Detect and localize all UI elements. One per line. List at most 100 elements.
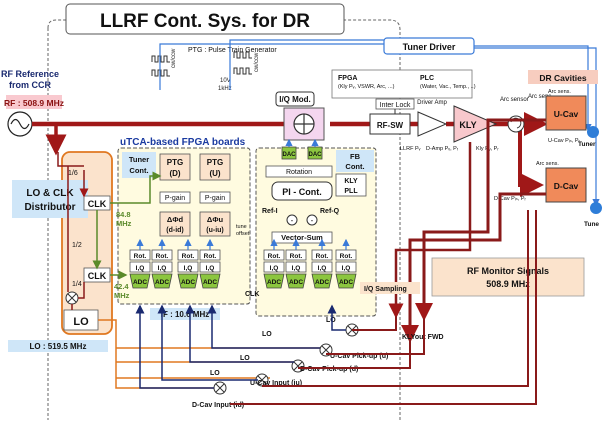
freq-84-label: 84.8 xyxy=(116,210,131,219)
kly-pll-block xyxy=(335,173,367,197)
clk-1-label: CLK xyxy=(88,199,107,209)
left-iq-label-1: I,Q xyxy=(158,265,167,272)
div2-label: 1/2 xyxy=(72,242,82,249)
dac-i-label: DAC xyxy=(283,152,297,158)
right-rot-label-3: Rot. xyxy=(340,253,353,260)
sig-ucav-input: U-Cav Input (iu) xyxy=(250,380,302,387)
ptg-to-driver-1 xyxy=(159,43,384,90)
if-to-adc-2 xyxy=(157,304,258,381)
rf-monitor-box xyxy=(431,257,585,297)
tune-offset-label: tune xyxy=(236,224,247,230)
left-rot-label-3: Rot. xyxy=(204,253,217,260)
fb-cont-label: FB xyxy=(350,152,361,161)
right-iq-block-2 xyxy=(311,261,333,273)
right-rot-label-0: Rot. xyxy=(268,253,281,260)
right-rot-label-2: Rot. xyxy=(316,253,329,260)
left-adc-label-3: ADC xyxy=(203,279,217,286)
left-rot-label-0: Rot. xyxy=(134,253,147,260)
if-badge xyxy=(150,308,220,320)
if-to-adc-5 xyxy=(327,304,346,331)
left-adc-label-1: ADC xyxy=(155,279,169,286)
dac-q-label: DAC xyxy=(309,152,323,158)
dcav-pu-line xyxy=(298,340,411,369)
rf-reference-label: RF Reference xyxy=(1,69,59,79)
clk-label-right: CLK xyxy=(245,291,259,298)
lo-label: LO xyxy=(73,316,89,328)
ref-q-label: Ref-Q xyxy=(320,208,340,215)
right-rot-label-1: Rot. xyxy=(290,253,303,260)
rf-switch-box xyxy=(369,113,411,135)
vector-sum-label: Vector-Sum xyxy=(281,233,323,242)
left-adc-block-0 xyxy=(129,273,151,289)
freq-84-unit: MHz xyxy=(116,219,132,228)
iq-mod-box xyxy=(275,91,315,107)
cw-ccw-label-2: cw/ccw xyxy=(254,52,260,72)
rf-monitor-freq: 508.9 MHz xyxy=(486,279,530,289)
rf-to-dcav xyxy=(518,124,544,197)
lo-label-4: LO xyxy=(210,370,220,377)
cw-ccw-label-1: cw/ccw xyxy=(171,48,177,68)
plc-sub: (Water, Vac., Temp., ..) xyxy=(420,84,476,90)
lo-label-1: LO xyxy=(262,331,272,338)
dr-cavities-badge xyxy=(528,70,598,84)
fpga-interlock-sub: (Kly Pᵥ, VSWR, Arc, ...) xyxy=(338,84,395,90)
fpga-interlock-title: FPGA xyxy=(338,75,357,82)
right-adc-block-3 xyxy=(335,273,357,289)
div6-label: 1/6 xyxy=(68,170,78,177)
right-adc-block-1 xyxy=(285,273,307,289)
rf-frequency-badge xyxy=(6,95,62,109)
plc-title: PLC xyxy=(420,75,434,82)
tuner-driver-link-u xyxy=(474,45,592,132)
pgain-d-label: P-gain xyxy=(165,195,185,202)
dphi-d-sub: (d-id) xyxy=(166,227,184,234)
freq-42-label: 42.4 xyxy=(114,282,129,291)
sig-ucav-pickup: U-Cav Pick-up (u) xyxy=(330,353,388,360)
right-iq-block-3 xyxy=(335,261,357,273)
pgain-d-block xyxy=(159,191,191,204)
dcav-input-line xyxy=(230,210,537,405)
left-adc-block-1 xyxy=(151,273,173,289)
mixer-cross-icon-3 xyxy=(321,345,331,355)
kly-pll-sub: PLL xyxy=(344,188,358,195)
lo-freq-badge xyxy=(8,340,108,352)
left-iq-block-2 xyxy=(177,261,199,273)
right-adc-label-3: ADC xyxy=(339,279,353,286)
sig-dcav-pickup: D-Cav Pick-up (d) xyxy=(300,366,358,373)
klystron-label: KLY xyxy=(459,120,476,130)
d-cav-block xyxy=(545,167,587,203)
u-tuner-label: Tuner xyxy=(578,141,596,148)
right-adc-label-1: ADC xyxy=(289,279,303,286)
sum-i-icon xyxy=(286,214,298,226)
arc-sens-label-top: Arc sens. xyxy=(528,94,553,100)
vector-sum-block xyxy=(271,231,333,244)
kly-pll-title: KLY xyxy=(344,178,358,185)
freq-42-unit: MHz xyxy=(114,291,130,300)
left-adc-label-2: ADC xyxy=(181,279,195,286)
pulse-train-icon xyxy=(151,51,252,77)
ptg-u-block xyxy=(199,153,231,181)
arc-sensor-label: Arc sensor xyxy=(500,97,529,103)
right-iq-block-1 xyxy=(285,261,307,273)
u-cav-label: U-Cav xyxy=(554,109,579,119)
d-tuner-icon xyxy=(590,202,602,214)
u-cav-block xyxy=(545,95,587,131)
dphi-u-title: ΔΦu xyxy=(207,215,224,224)
iq-sampling-badge xyxy=(360,282,420,294)
dr-cavities-label: DR Cavities xyxy=(539,73,587,83)
klystron-icon xyxy=(453,105,498,143)
kly-pu-line xyxy=(352,316,397,331)
right-iq-label-2: I,Q xyxy=(318,265,327,272)
fb-cont-label-2: Cont. xyxy=(345,162,364,171)
lo-clk-subtitle: Distributor xyxy=(24,202,75,213)
arc-sens-ucav: Arc sens. xyxy=(548,89,571,95)
tuner-cont-label-2: Cont. xyxy=(129,166,148,175)
rf-frequency: RF : 508.9 MHz xyxy=(4,98,64,108)
dcav-power-label: D-Cav Pᵢₙ, Pᵣ xyxy=(494,196,527,202)
dphi-d-title: ΔΦd xyxy=(167,215,184,224)
ref-i-label: Ref-I xyxy=(262,208,278,215)
tuner-cont-label: Tuner xyxy=(129,155,149,164)
ptg-label: PTG : Pulse Train Generator xyxy=(188,47,277,54)
if-frequency: IF : 10.6 MHz xyxy=(161,310,209,319)
